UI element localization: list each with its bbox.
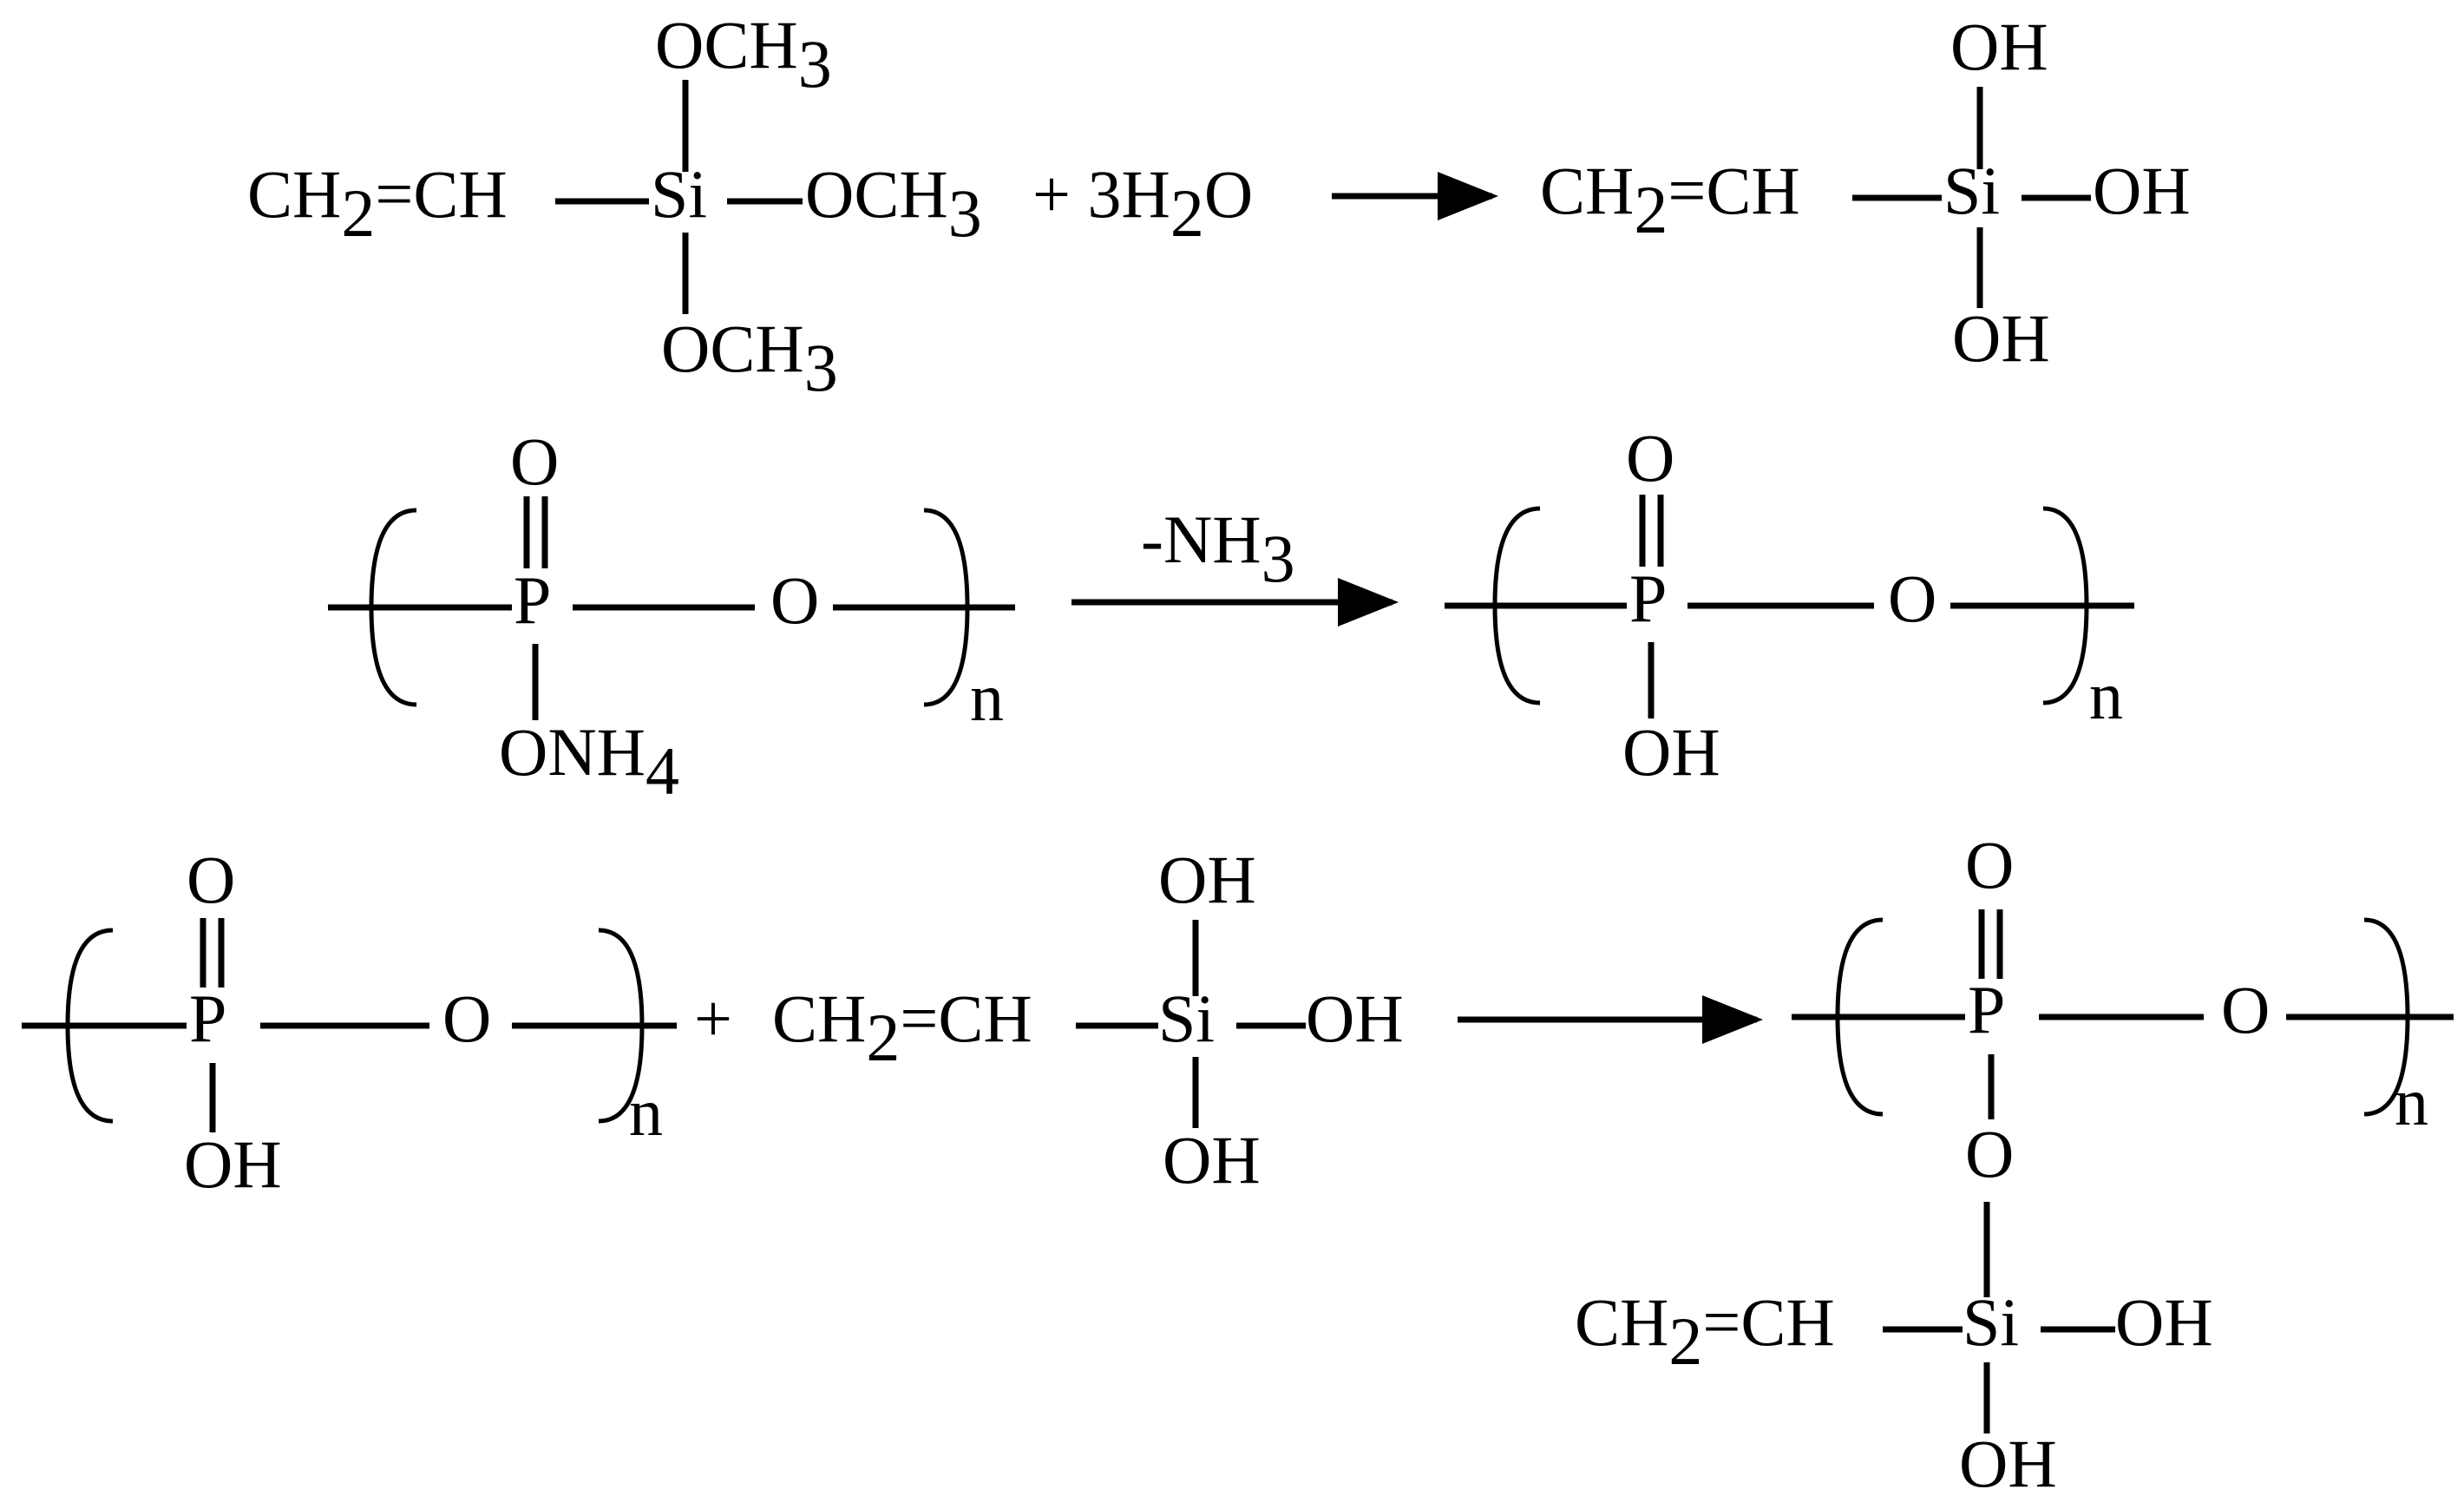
phosphorus-atom: P bbox=[514, 562, 551, 638]
r3p-bridging-oxygen: O bbox=[2221, 972, 2270, 1047]
r3-silicon-atom: Si bbox=[1158, 981, 1215, 1056]
prod-hydroxyl: OH bbox=[1622, 714, 1720, 790]
silicon-atom: Si bbox=[651, 156, 707, 232]
prod-phosphorus-atom: P bbox=[1629, 561, 1667, 636]
hydroxyl-right: OH bbox=[2093, 153, 2191, 228]
r3-hydroxyl-bottom: OH bbox=[1163, 1122, 1261, 1197]
methoxy-top: OCH3 bbox=[655, 7, 832, 102]
arrow-label: -NH3 bbox=[1141, 502, 1295, 596]
r3p-vinyl-group: CH2=CH bbox=[1575, 1284, 1835, 1379]
hydroxyl-bottom: OH bbox=[1952, 300, 2050, 376]
hydroxyl-top: OH bbox=[1950, 9, 2048, 84]
r3-oxo-oxygen: O bbox=[187, 842, 235, 917]
vinyl-group-product: CH2=CH bbox=[1540, 153, 1800, 247]
prod-oxo-oxygen: O bbox=[1626, 420, 1674, 495]
reaction-3: P O OH O n + CH2=CH Si OH OH OH P O O bbox=[22, 827, 2454, 1501]
prod-repeat-n: n bbox=[2089, 658, 2123, 733]
prod-bracket-right bbox=[2042, 506, 2089, 705]
r3-plus: + bbox=[694, 981, 732, 1056]
oxo-oxygen: O bbox=[510, 423, 559, 499]
r3p-hydroxyl-right: OH bbox=[2115, 1284, 2213, 1360]
r3-vinyl-group: CH2=CH bbox=[772, 981, 1032, 1075]
repeat-n: n bbox=[970, 659, 1004, 735]
r3p-silicon-atom: Si bbox=[1963, 1284, 2019, 1360]
r3-hydroxyl-right: OH bbox=[1306, 981, 1404, 1056]
r3p-phosphorus-atom: P bbox=[1968, 972, 2005, 1047]
r3p-hydroxyl-bottom: OH bbox=[1959, 1426, 2057, 1501]
methoxy-bottom: OCH3 bbox=[661, 311, 838, 405]
silicon-atom-product: Si bbox=[1943, 153, 2000, 228]
r3-repeat-n: n bbox=[629, 1074, 663, 1150]
reaction-2: P O ONH4 O n -NH3 P O OH O n bbox=[328, 420, 2134, 809]
r3-bracket-left bbox=[65, 928, 114, 1124]
r3-hydroxyl-top: OH bbox=[1158, 842, 1256, 917]
bracket-right bbox=[923, 508, 970, 707]
r3-bridging-oxygen: O bbox=[442, 981, 491, 1056]
r3p-bracket-left bbox=[1835, 917, 1884, 1117]
r3p-linking-oxygen: O bbox=[1965, 1116, 2014, 1191]
r3-bracket-right bbox=[598, 928, 645, 1124]
methoxy-right: OCH3 bbox=[805, 156, 982, 251]
prod-bracket-left bbox=[1492, 506, 1541, 705]
prod-bridging-oxygen: O bbox=[1888, 561, 1936, 636]
r3p-bracket-right bbox=[2363, 917, 2410, 1117]
r3-hydroxyl: OH bbox=[184, 1126, 282, 1202]
bracket-left bbox=[369, 508, 417, 707]
r3p-repeat-n: n bbox=[2395, 1064, 2428, 1139]
vinyl-group: CH2=CH bbox=[247, 156, 508, 251]
ammonium-oxy: ONH4 bbox=[499, 714, 679, 809]
r3p-oxo-oxygen: O bbox=[1965, 827, 2014, 902]
reaction-1: CH2=CH Si OCH3 OCH3 OCH3 + 3H2O CH2=CH S… bbox=[247, 7, 2191, 405]
r3-phosphorus-atom: P bbox=[189, 981, 226, 1056]
plus-water: + 3H2O bbox=[1032, 156, 1253, 251]
bridging-oxygen: O bbox=[770, 562, 819, 638]
